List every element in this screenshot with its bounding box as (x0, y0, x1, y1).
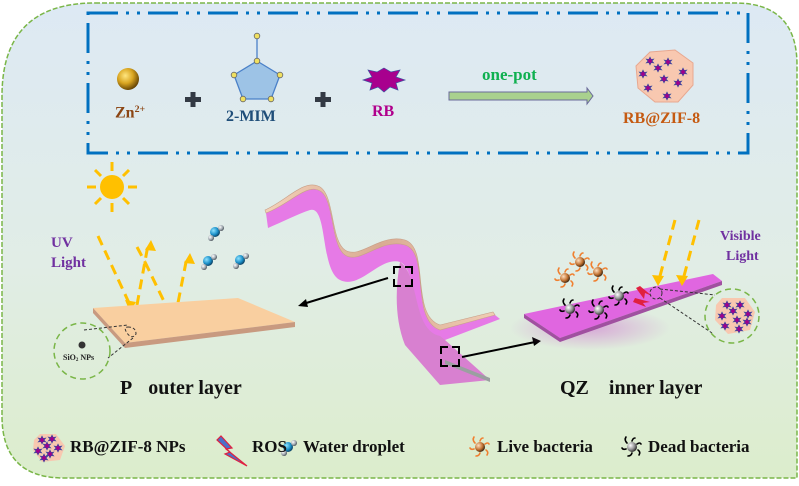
inner-layer-text: inner layer (608, 377, 703, 399)
focus-bracket-inner (440, 346, 460, 367)
pointer-arrow-outer (298, 277, 389, 307)
visible-light-label-line1: Visible (720, 229, 761, 244)
visible-light-label-line2: Light (726, 249, 759, 264)
nps-text: NPs (78, 353, 95, 362)
legend-label-rb-zif8: RB@ZIF-8 NPs (70, 437, 186, 456)
legend-label-dead-bacteria: Dead bacteria (648, 437, 750, 456)
pentagon-molecule-icon (230, 32, 284, 103)
rb-zif8-inset (649, 286, 760, 344)
ros-marks (633, 286, 652, 307)
legend-label-ros: ROS (252, 437, 287, 456)
visible-ray-arrowheads (652, 275, 688, 286)
one-pot-arrow-icon (448, 86, 594, 106)
zn-charge: 2+ (134, 104, 146, 115)
rb-zif8-particle-icon (635, 49, 694, 103)
outer-layer-prefix: P (120, 377, 133, 399)
focus-bracket-outer (393, 266, 413, 287)
plus-icon (185, 92, 201, 107)
visible-light-rays (658, 219, 701, 277)
uv-light-label-line2: Light (51, 255, 87, 271)
product-label: RB@ZIF-8 (623, 110, 701, 127)
mim-label: 2-MIM (226, 108, 276, 125)
synthesis-box-border (86, 11, 750, 155)
inner-layer-caption: QZ inner layer (560, 377, 702, 400)
zn-label: Zn2+ (115, 104, 145, 122)
plus-icon (315, 92, 331, 107)
uv-light-label-line1: UV (51, 235, 73, 251)
outer-layer-text: outer layer (148, 377, 242, 399)
sio2-label: SiO2 NPs (63, 353, 94, 363)
legend-icon-rb-zif8 (33, 434, 65, 463)
zn-sphere-icon (117, 68, 139, 90)
legend-label-live-bacteria: Live bacteria (497, 437, 593, 456)
legend-icon-ros (216, 435, 248, 467)
inner-layer-prefix: QZ (560, 377, 589, 399)
sio2-subscript: 2 (75, 357, 79, 363)
rb-label: RB (372, 103, 395, 120)
legend-label-water: Water droplet (303, 437, 405, 456)
rb-star-icon (361, 67, 407, 93)
outer-layer-surface (93, 298, 295, 348)
sio2-inset (53, 322, 137, 380)
zn-label-text: Zn (115, 104, 135, 122)
sio2-text: SiO (63, 353, 76, 362)
one-pot-label: one-pot (482, 65, 537, 84)
sun-icon (87, 162, 137, 212)
